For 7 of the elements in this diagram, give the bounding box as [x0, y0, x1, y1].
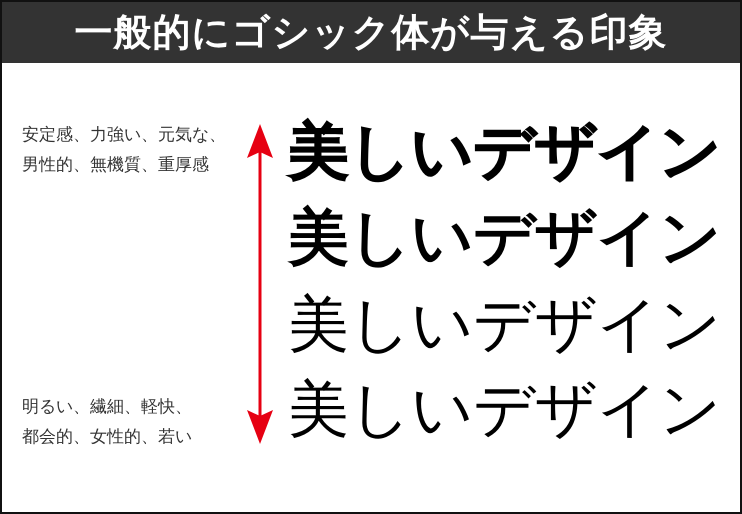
sample-text: 美しいデザイン — [288, 374, 721, 446]
title: 一般的にゴシック体が与える印象 — [74, 10, 668, 54]
sample-text: 美しいデザイン — [288, 202, 721, 274]
impression-note: 安定感、力強い、元気な、男性的、無機質、重厚感 — [22, 124, 227, 177]
impression-note: 明るい、繊細、軽快、都会的、女性的、若い — [22, 396, 193, 449]
sample-text: 美しいデザイン — [288, 116, 721, 188]
sample-text: 美しいデザイン — [288, 289, 721, 361]
